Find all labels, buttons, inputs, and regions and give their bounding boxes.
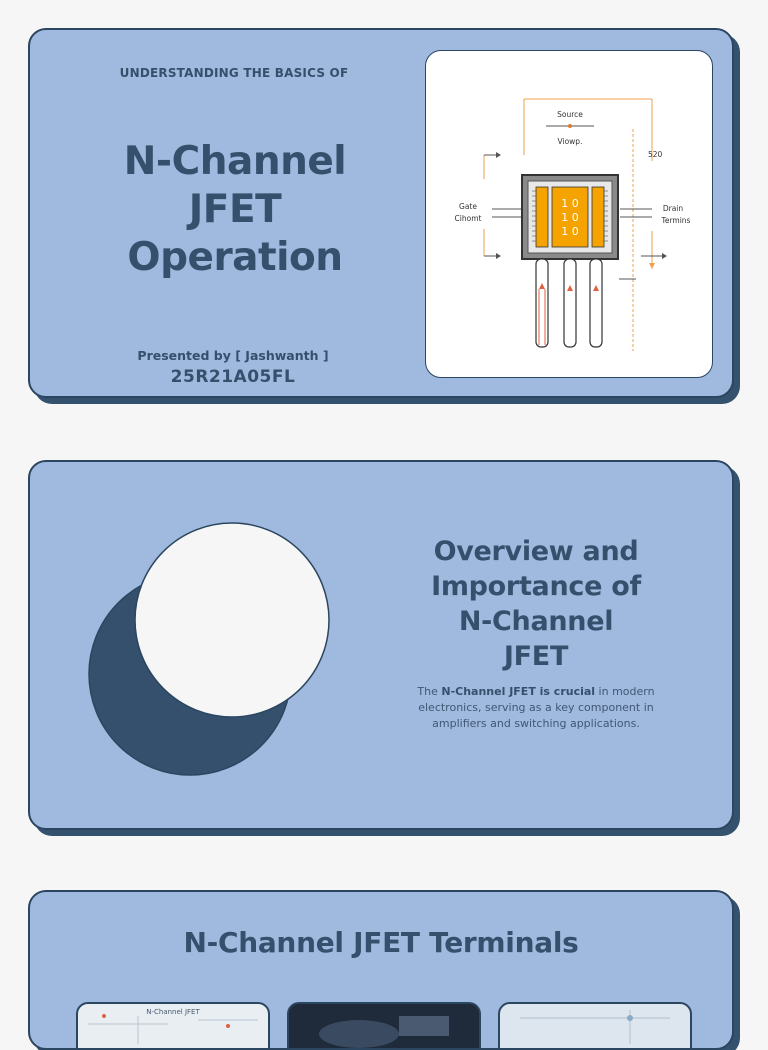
slide-title: N-Channel JFET Operation: [70, 138, 400, 282]
decorative-circles: [88, 522, 330, 776]
body-prefix: The: [417, 685, 442, 698]
terminal-image-3: [498, 1002, 692, 1048]
body-suffix: in modern electronics, serving as a key …: [418, 685, 655, 730]
terminal-image-1: N-Channel JFET: [76, 1002, 270, 1048]
title-line: Overview and: [433, 536, 639, 567]
terminal-image-2: [287, 1002, 481, 1048]
chip-row: 1 0: [561, 211, 579, 224]
slide-body-text: The N-Channel JFET is crucial in modern …: [396, 684, 676, 732]
title-line: JFET: [188, 187, 282, 232]
circuit-sketch: [88, 1014, 258, 1044]
jfet-diagram-card: Source Viowp. 520 Gate Cihomt Drain Term…: [425, 50, 713, 378]
title-line: N-Channel: [123, 139, 347, 184]
drain-label: Drain: [663, 204, 684, 213]
title-line: Importance of: [431, 571, 641, 602]
viewport-label: Viowp.: [558, 137, 583, 146]
roll-number: 25R21A05FL: [170, 367, 296, 387]
chip-row: 1 0: [561, 197, 579, 210]
dimension-label: 520: [648, 150, 663, 159]
body-emphasis: N-Channel JFET is crucial: [441, 685, 596, 698]
source-label: Source: [557, 110, 583, 119]
title-line: JFET: [503, 641, 569, 672]
component-photo: [289, 1004, 479, 1048]
slide-title: N-Channel JFET Terminals: [183, 926, 579, 959]
light-circle: [134, 522, 330, 718]
slide-title: Overview and Importance of N-Channel JFE…: [386, 534, 686, 674]
title-slide: UNDERSTANDING THE BASICS OF N-Channel JF…: [28, 28, 734, 398]
gate-label: Gate: [459, 202, 477, 211]
presenter-name: Presented by [ Jashwanth ]: [137, 348, 329, 363]
slide-kicker: UNDERSTANDING THE BASICS OF: [119, 66, 349, 80]
gate-label-sub: Cihomt: [455, 214, 482, 223]
overview-slide: Overview and Importance of N-Channel JFE…: [28, 460, 734, 830]
title-line: N-Channel: [458, 606, 614, 637]
thumb-label: N-Channel JFET: [146, 1008, 200, 1016]
drain-label-sub: Termins: [661, 216, 691, 225]
chip-row: 1 0: [561, 225, 579, 238]
terminals-slide: N-Channel JFET Terminals N-Channel JFET: [28, 890, 734, 1050]
jfet-package-diagram: Source Viowp. 520 Gate Cihomt Drain Term…: [455, 98, 691, 351]
schematic-photo: [520, 1010, 670, 1044]
title-line: Operation: [127, 235, 343, 280]
